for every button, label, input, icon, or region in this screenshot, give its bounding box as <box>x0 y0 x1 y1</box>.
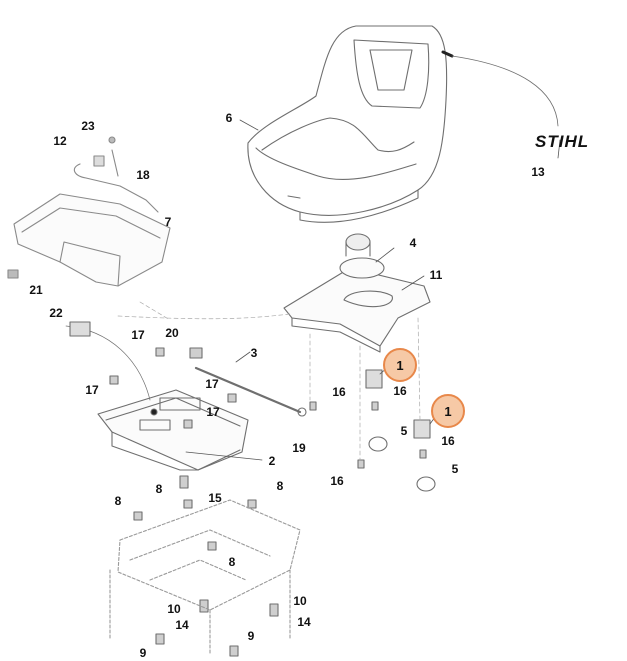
callout-17-a: 17 <box>131 328 145 342</box>
leader-lines <box>185 119 561 461</box>
seat-drawing <box>247 25 559 223</box>
assembly-lines <box>117 301 421 461</box>
callout-23: 23 <box>81 119 95 133</box>
pivot-rod <box>194 366 307 417</box>
callout-17-b: 17 <box>85 383 99 397</box>
adjustment-knob <box>339 233 385 279</box>
callout-21: 21 <box>29 283 43 297</box>
tractor-frame <box>109 499 301 656</box>
callout-16-c: 16 <box>441 434 455 448</box>
callout-19: 19 <box>292 441 306 455</box>
callout-10-b: 10 <box>293 594 307 608</box>
hardware-items <box>109 347 427 657</box>
callout-17-d: 17 <box>206 405 220 419</box>
callout-15: 15 <box>208 491 222 505</box>
callout-1-highlight-a[interactable]: 1 <box>383 348 417 382</box>
callout-20: 20 <box>165 326 179 340</box>
callout-8-c: 8 <box>114 494 122 508</box>
callout-7: 7 <box>164 215 172 229</box>
callout-5-b: 5 <box>451 462 459 476</box>
callout-16-b: 16 <box>393 384 407 398</box>
callout-13: 13 <box>531 165 545 179</box>
springs-bumpers <box>365 369 436 492</box>
callout-3: 3 <box>250 346 258 360</box>
callout-9-b: 9 <box>139 646 147 660</box>
callout-14-a: 14 <box>175 618 189 632</box>
callout-18: 18 <box>136 168 150 182</box>
callout-22: 22 <box>49 306 63 320</box>
callout-1-highlight-b[interactable]: 1 <box>431 394 465 428</box>
callout-16-d: 16 <box>330 474 344 488</box>
seat-rail-frame <box>65 321 249 471</box>
callout-8-b: 8 <box>276 479 284 493</box>
callout-14-b: 14 <box>297 615 311 629</box>
callout-12: 12 <box>53 134 67 148</box>
callout-5-a: 5 <box>400 424 408 438</box>
callout-4: 4 <box>409 236 417 250</box>
callout-8-d: 8 <box>228 555 236 569</box>
callout-11: 11 <box>429 268 443 282</box>
seat-pan <box>283 267 431 353</box>
callout-9-a: 9 <box>247 629 255 643</box>
callout-16-a: 16 <box>332 385 346 399</box>
callout-2: 2 <box>268 454 276 468</box>
callout-17-c: 17 <box>205 377 219 391</box>
callout-6: 6 <box>225 111 233 125</box>
callout-8-a: 8 <box>155 482 163 496</box>
stihl-logo: STIHL <box>535 132 590 151</box>
callout-10-a: 10 <box>167 602 181 616</box>
seat-rail-assembly-top <box>7 136 171 287</box>
